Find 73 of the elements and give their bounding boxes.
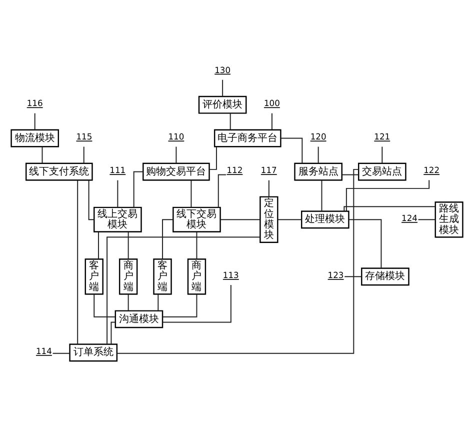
node-text: 114: [36, 346, 52, 356]
connector: [77, 180, 78, 345]
connector: [162, 294, 198, 318]
node-box: 订单系统: [69, 344, 118, 362]
connector: [176, 146, 177, 164]
connector: [88, 180, 95, 220]
connector: [158, 294, 159, 312]
connector: [318, 146, 319, 164]
connector: [98, 231, 99, 260]
node-text: 117: [260, 165, 277, 176]
connector: [128, 231, 129, 260]
connector: [344, 206, 436, 212]
connector: [271, 112, 272, 130]
node-box: 物流模块: [10, 129, 59, 148]
node-box: 线下支付系统: [26, 162, 93, 181]
connector: [344, 276, 362, 278]
node-box: 存储模块: [361, 268, 410, 286]
connector: [52, 352, 70, 354]
connector: [348, 219, 382, 269]
node-box: 交易站点: [358, 162, 406, 181]
node-box: 线上交易模块: [94, 206, 142, 232]
connector: [106, 236, 260, 344]
node-text: 112: [226, 165, 243, 176]
node-text: 115: [76, 132, 92, 142]
node-box: 沟通模块: [114, 310, 164, 328]
node-text: 123: [328, 270, 344, 280]
node-box: 商户端: [118, 258, 138, 295]
node-text: 100: [264, 98, 280, 108]
connector: [117, 180, 118, 208]
node-text: 122: [424, 165, 440, 176]
connector: [42, 146, 43, 164]
node-box: 商户端: [187, 258, 206, 295]
node-box: 服务站点: [294, 162, 342, 181]
node-box: 电子商务平台: [214, 129, 282, 148]
node-box: 路线生成模块: [434, 202, 464, 238]
connector: [133, 171, 144, 208]
node-box: 定位模块: [260, 196, 278, 243]
connector: [277, 219, 302, 220]
connector: [162, 219, 174, 260]
node-box: 购物交易平台: [142, 162, 210, 181]
node-box: 客户端: [84, 258, 104, 295]
node-box: 线下交易模块: [172, 206, 221, 232]
node-text: 113: [222, 270, 239, 280]
connector: [116, 168, 359, 354]
node-box: 评价模块: [198, 96, 247, 114]
node-text: 130: [214, 64, 231, 75]
connector: [382, 146, 383, 164]
node-text: 120: [310, 132, 326, 142]
node-text: 116: [26, 98, 43, 108]
connector: [342, 174, 360, 176]
connector: [94, 294, 116, 318]
connector: [218, 174, 226, 208]
connector: [268, 180, 270, 198]
connector: [196, 231, 198, 260]
node-text: 121: [374, 132, 390, 142]
connector: [128, 294, 129, 312]
node-text: 124: [402, 212, 418, 223]
connector: [230, 112, 231, 130]
node-box: 处理模块: [301, 210, 350, 229]
connector: [190, 180, 192, 208]
connector: [321, 180, 322, 212]
connector: [222, 79, 224, 97]
connector: [110, 322, 116, 344]
node-text: 111: [110, 165, 126, 176]
connector: [208, 146, 217, 170]
node-text: 110: [168, 132, 184, 142]
connector: [34, 112, 36, 130]
connector: [220, 219, 260, 220]
connector: [162, 284, 232, 323]
node-box: 客户端: [153, 258, 172, 295]
connector: [280, 138, 303, 164]
connector: [418, 219, 436, 220]
connector: [83, 146, 84, 164]
